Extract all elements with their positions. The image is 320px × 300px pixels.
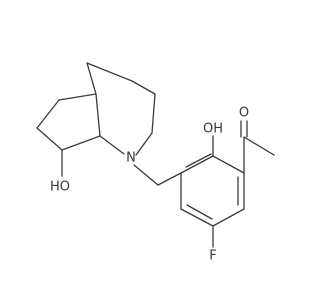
label-nitrogen: N (126, 151, 136, 166)
bond-ch2-bridge-right (86, 62, 133, 82)
ring-substituents (212, 120, 275, 248)
bond-ch2-bridge-left (86, 62, 97, 95)
bond-ch-to-nitrogen (99, 135, 125, 155)
bond-carbonyl-to-methyl (243, 136, 275, 156)
methylene-linker (133, 164, 182, 186)
bond-ar-c4-c5 (212, 208, 245, 227)
bond-ring-right-upper (151, 93, 156, 134)
bond-ch-to-bridgehead (95, 93, 101, 137)
label-hydroxyl-left: HO (50, 180, 70, 195)
bond-nitrogen-to-ch2 (133, 164, 159, 186)
bond-nitrogen-ring-right (135, 132, 153, 156)
label-carbonyl-oxygen: O (239, 106, 249, 121)
label-hydroxyl-right: OH (203, 122, 223, 137)
bond-choh-to-ch (61, 135, 101, 151)
atom-labels: HO N OH O F (50, 106, 249, 264)
bond-ar-c5-c6 (180, 208, 214, 227)
bond-ch2-to-ring (157, 172, 182, 186)
bond-ar-c2-c3 (212, 155, 245, 174)
bond-ring-top-left (58, 93, 97, 101)
bond-ring-right-top (131, 80, 156, 95)
bond-ar-c5-c6-inner (186, 204, 213, 220)
bond-ar-c1-c2-inner (185, 153, 212, 168)
bond-ring-left-outer (36, 99, 60, 129)
bond-ar-c1-c2 (180, 155, 214, 174)
molecule-diagram: HO N OH O F (36, 62, 275, 264)
label-fluorine: F (209, 249, 216, 264)
bond-ring-left-lower (36, 127, 63, 151)
bicyclic-ring (36, 62, 156, 177)
aromatic-ring (180, 153, 245, 227)
